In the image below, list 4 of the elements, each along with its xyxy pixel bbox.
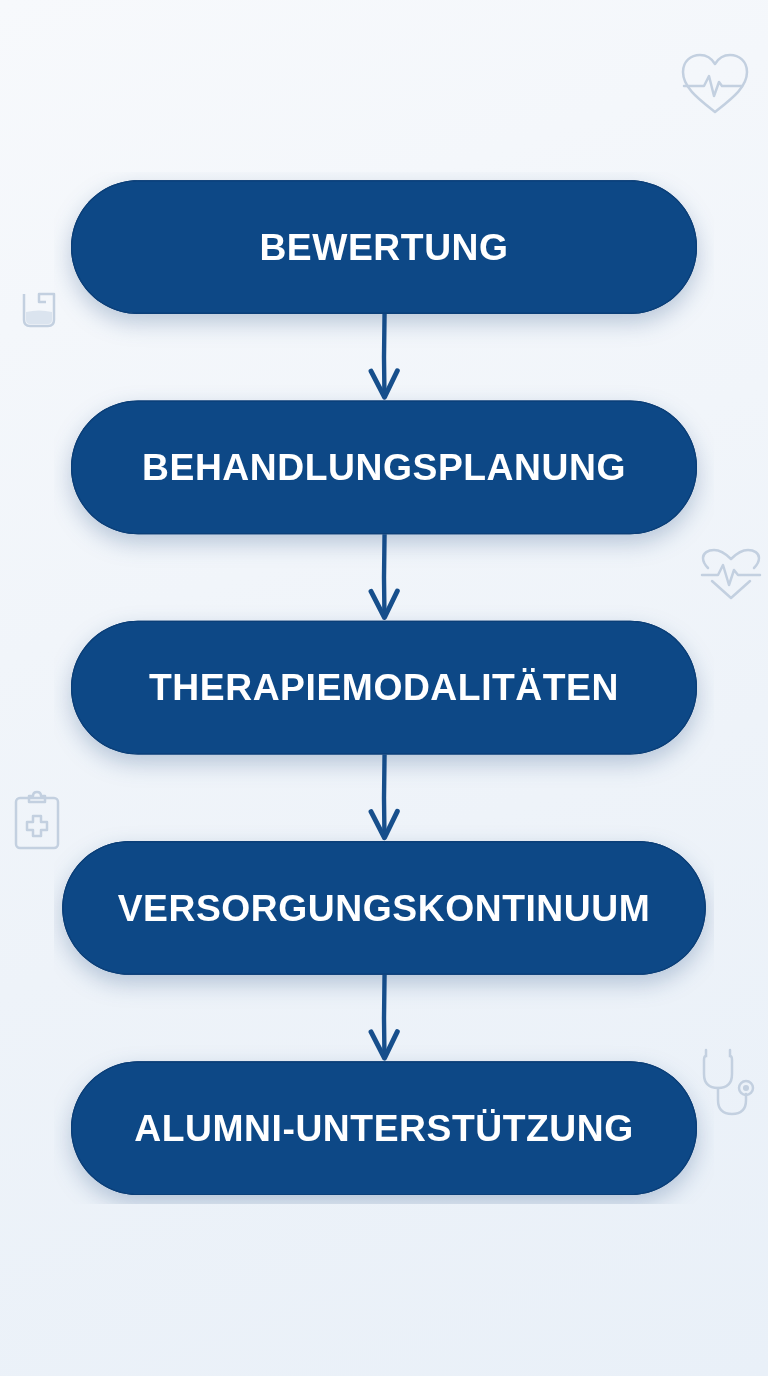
arrow	[368, 975, 400, 1061]
arrow	[368, 534, 400, 621]
arrow	[368, 314, 400, 401]
arrow	[368, 754, 400, 841]
